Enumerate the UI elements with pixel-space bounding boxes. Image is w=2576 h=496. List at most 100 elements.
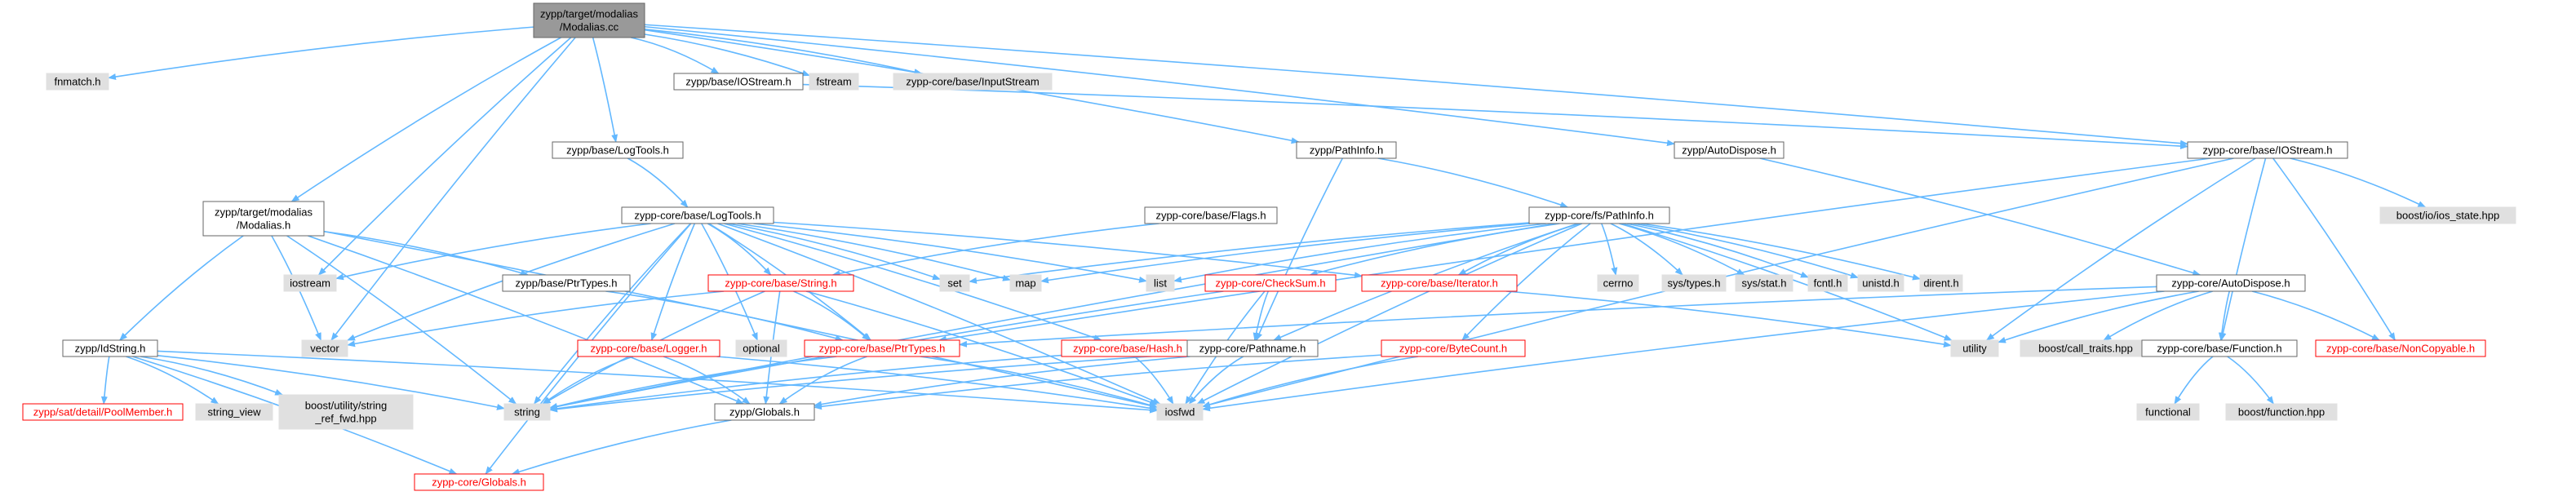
node-inputstream[interactable]: zypp-core/base/InputStream — [893, 73, 1053, 91]
edge-core_logtools-to-list — [753, 223, 1147, 283]
node-fcntl[interactable]: fcntl.h — [1807, 274, 1848, 292]
node-flags[interactable]: zypp-core/base/Flags.h — [1144, 206, 1278, 224]
node-label: zypp/base/LogTools.h — [566, 144, 669, 157]
node-core_ptrtypes[interactable]: zypp-core/base/PtrTypes.h — [804, 339, 960, 357]
node-iosfwd[interactable]: iosfwd — [1156, 403, 1204, 421]
edge-pathinfo-to-pathname — [1255, 157, 1343, 341]
node-box — [1919, 274, 1963, 292]
node-globals_zypp[interactable]: zypp/Globals.h — [714, 403, 815, 421]
node-core_logtools[interactable]: zypp-core/base/LogTools.h — [621, 206, 774, 224]
edge-function-to-functional — [2174, 356, 2214, 405]
node-bytecount[interactable]: zypp-core/ByteCount.h — [1381, 339, 1526, 357]
edge-core_logtools-to-set — [728, 223, 941, 281]
edge-pathname-to-iosfwd — [1188, 356, 1244, 405]
node-string[interactable]: string — [503, 403, 551, 421]
edge-core_autodispose-to-utility — [1997, 290, 2199, 343]
node-pathinfo[interactable]: zypp/PathInfo.h — [1296, 141, 1397, 159]
edge-modalias_cc-to-iostream — [317, 37, 572, 276]
edge-iterator-to-utility — [1505, 290, 1952, 348]
node-string_ref[interactable]: boost/utility/string_ref_fwd.hpp — [278, 394, 414, 430]
node-label: zypp-core/fs/PathInfo.h — [1545, 210, 1654, 222]
node-sys_stat[interactable]: sys/stat.h — [1735, 274, 1793, 292]
node-cerrno[interactable]: cerrno — [1597, 274, 1639, 292]
edge-fs_pathinfo-to-set — [969, 222, 1530, 284]
node-call_traits[interactable]: boost/call_traits.hpp — [2020, 339, 2152, 357]
node-hash[interactable]: zypp-core/base/Hash.h — [1061, 339, 1195, 357]
node-logger[interactable]: zypp-core/base/Logger.h — [577, 339, 720, 357]
node-core_iostream[interactable]: zypp-core/base/IOStream.h — [2187, 141, 2348, 159]
node-boost_function[interactable]: boost/function.hpp — [2225, 403, 2338, 421]
node-string_view[interactable]: string_view — [195, 403, 273, 421]
node-list[interactable]: list — [1146, 274, 1175, 292]
node-box — [2187, 141, 2348, 159]
node-box — [1950, 339, 1999, 357]
node-pathname[interactable]: zypp-core/Pathname.h — [1186, 339, 1319, 357]
node-autodispose[interactable]: zypp/AutoDispose.h — [1674, 141, 1785, 159]
edge-core_logtools-to-iterator — [773, 221, 1363, 279]
node-base_iostream[interactable]: zypp/base/IOStream.h — [673, 73, 804, 91]
node-box — [1735, 274, 1793, 292]
node-fs_pathinfo[interactable]: zypp-core/fs/PathInfo.h — [1528, 206, 1670, 224]
node-label: optional — [743, 343, 780, 355]
node-label: zypp-core/base/Flags.h — [1155, 210, 1266, 222]
node-label: zypp/AutoDispose.h — [1682, 144, 1776, 157]
node-label: string — [514, 406, 540, 418]
node-set[interactable]: set — [939, 274, 970, 292]
node-label: zypp-core/AutoDispose.h — [2171, 277, 2290, 290]
edge-pathname-to-globals_zypp — [814, 356, 1190, 408]
edge-modalias_h-to-string — [286, 235, 517, 405]
node-label: boost/call_traits.hpp — [2038, 343, 2133, 355]
node-label: dirent.h — [1923, 277, 1958, 290]
node-box — [1204, 274, 1337, 292]
node-base_logtools[interactable]: zypp/base/LogTools.h — [552, 141, 684, 159]
node-label: zypp/base/PtrTypes.h — [515, 277, 617, 290]
node-box — [2136, 403, 2200, 421]
node-box — [1661, 274, 1727, 292]
edge-fs_pathinfo-to-sys_stat — [1619, 223, 1745, 276]
node-optional[interactable]: optional — [735, 339, 787, 357]
node-ptrtypes_base[interactable]: zypp/base/PtrTypes.h — [502, 274, 631, 292]
node-vector[interactable]: vector — [301, 339, 348, 357]
node-dirent[interactable]: dirent.h — [1919, 274, 1963, 292]
edge-core_autodispose-to-noncopyable — [2251, 290, 2380, 341]
node-functional[interactable]: functional — [2136, 403, 2200, 421]
node-idstring[interactable]: zypp/IdString.h — [62, 339, 158, 357]
node-iterator[interactable]: zypp-core/base/Iterator.h — [1361, 274, 1518, 292]
node-box — [2141, 339, 2298, 357]
node-noncopyable[interactable]: zypp-core/base/NonCopyable.h — [2315, 339, 2486, 357]
node-label: /Modalias.cc — [560, 21, 619, 33]
node-box — [1857, 274, 1904, 292]
node-label: zypp-core/Pathname.h — [1199, 343, 1306, 355]
node-label: zypp-core/base/LogTools.h — [634, 210, 760, 222]
node-function[interactable]: zypp-core/base/Function.h — [2141, 339, 2298, 357]
edge-modalias_cc-to-fstream — [644, 33, 810, 77]
node-iostream[interactable]: iostream — [283, 274, 337, 292]
edge-idstring-to-string_view — [126, 356, 219, 405]
node-box — [1597, 274, 1639, 292]
edge-globals_zypp-to-core_globals — [511, 419, 732, 476]
node-unistd[interactable]: unistd.h — [1857, 274, 1904, 292]
edge-core_logtools-to-iosfwd — [717, 223, 1161, 405]
node-modalias_h[interactable]: zypp/target/modalias/Modalias.h — [202, 201, 325, 237]
node-box — [283, 274, 337, 292]
node-label: sys/types.h — [1667, 277, 1720, 290]
node-utility[interactable]: utility — [1950, 339, 1999, 357]
node-label: zypp/sat/detail/PoolMember.h — [33, 406, 173, 418]
node-core_autodispose[interactable]: zypp-core/AutoDispose.h — [2156, 274, 2306, 292]
node-modalias_cc[interactable]: zypp/target/modalias/Modalias.cc — [533, 2, 645, 38]
node-core_string[interactable]: zypp-core/base/String.h — [707, 274, 854, 292]
node-box — [809, 73, 859, 91]
edge-checksum-to-pathname — [1253, 290, 1269, 341]
node-fstream[interactable]: fstream — [809, 73, 859, 91]
node-sys_types[interactable]: sys/types.h — [1661, 274, 1727, 292]
node-poolmember[interactable]: zypp/sat/detail/PoolMember.h — [22, 403, 184, 421]
node-core_globals[interactable]: zypp-core/Globals.h — [414, 473, 544, 491]
node-ios_state[interactable]: boost/io/ios_state.hpp — [2379, 206, 2516, 224]
edge-modalias_cc-to-core_iostream — [644, 24, 2188, 147]
node-fnmatch[interactable]: fnmatch.h — [46, 73, 109, 91]
node-map[interactable]: map — [1009, 274, 1042, 292]
edge-core_logtools-to-string — [534, 223, 691, 405]
node-label: zypp-core/base/String.h — [725, 277, 836, 290]
edge-fs_pathinfo-to-bytecount — [1461, 223, 1591, 341]
node-checksum[interactable]: zypp-core/CheckSum.h — [1204, 274, 1337, 292]
